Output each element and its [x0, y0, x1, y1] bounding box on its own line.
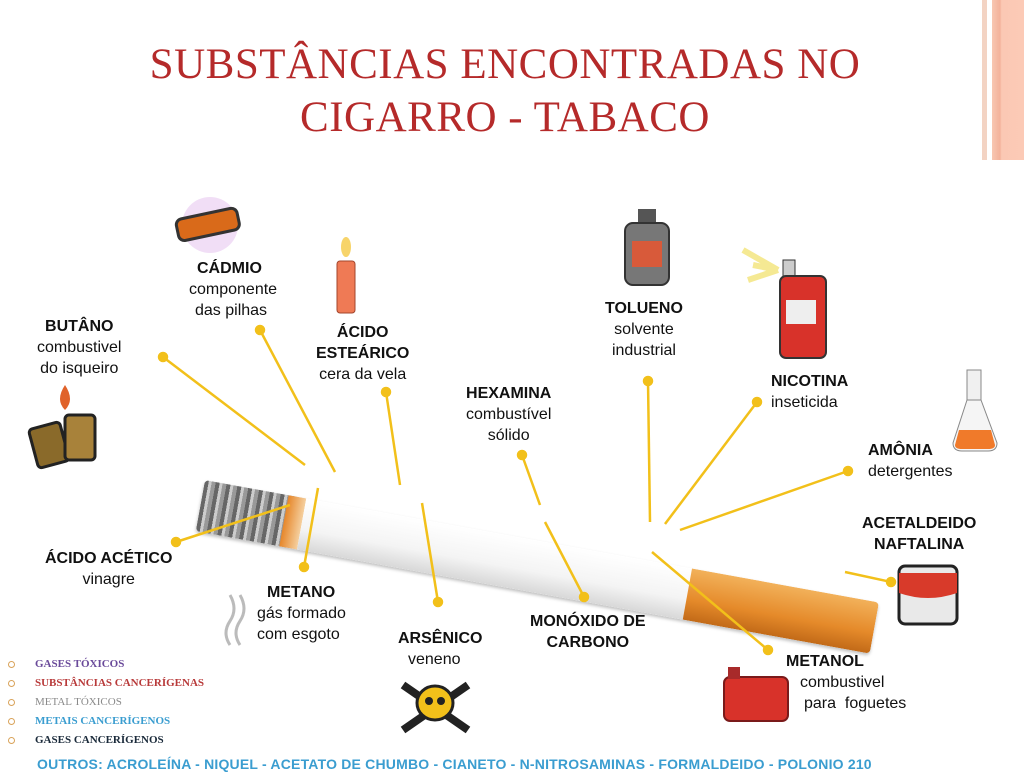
- label-tolueno: TOLUENO solvente industrial: [605, 298, 683, 361]
- label-amonia: AMÔNIA detergentes: [868, 440, 953, 482]
- label-monoxido: MONÓXIDO DE CARBONO: [530, 611, 646, 653]
- paint-can-icon: [897, 564, 959, 626]
- substance-desc: gás formado: [257, 605, 346, 622]
- legend-item: METAIS CANCERÍGENOS: [8, 712, 204, 731]
- substance-name: TOLUENO: [605, 300, 683, 317]
- substance-name: HEXAMINA: [466, 385, 552, 402]
- legend-label: GASES TÓXICOS: [35, 658, 125, 670]
- substance-desc: vinagre: [82, 571, 135, 588]
- lighter-icon: [27, 385, 97, 470]
- substance-name: MONÓXIDO DE: [530, 613, 646, 630]
- substance-name: ARSÊNICO: [398, 630, 483, 647]
- bullet-icon: [8, 718, 15, 725]
- substance-desc: com esgoto: [257, 626, 340, 643]
- bullet-icon: [8, 680, 15, 687]
- legend-label: METAIS CANCERÍGENOS: [35, 715, 171, 727]
- legend-label: SUBSTÂNCIAS CANCERÍGENAS: [35, 677, 205, 689]
- label-hexamina: HEXAMINA combustível sólido: [466, 383, 551, 446]
- label-acido-acetico: ÁCIDO ACÉTICO vinagre: [45, 548, 172, 590]
- bullet-icon: [8, 699, 15, 706]
- substance-desc: do isqueiro: [40, 360, 119, 377]
- substance-name: METANO: [267, 584, 336, 601]
- label-metanol: METANOL combustivel para foguetes: [786, 651, 906, 714]
- substance-name: ÁCIDO ACÉTICO: [45, 550, 173, 567]
- label-arsenico: ARSÊNICO veneno: [398, 628, 482, 670]
- decorative-stripe: [982, 0, 987, 160]
- substance-desc: cera da vela: [319, 366, 407, 383]
- substance-desc: solvente: [614, 321, 674, 338]
- legend: GASES TÓXICOS SUBSTÂNCIAS CANCERÍGENAS M…: [8, 655, 204, 750]
- bullet-icon: [8, 737, 15, 744]
- substance-desc: das pilhas: [195, 302, 268, 319]
- legend-label: GASES CANCERÍGENOS: [35, 734, 164, 746]
- substance-name: ACETALDEIDO: [862, 515, 977, 532]
- substance-desc: veneno: [408, 651, 461, 668]
- label-metano: METANO gás formado com esgoto: [257, 582, 346, 645]
- substance-name: METANOL: [786, 653, 864, 670]
- skull-crossbones-icon: [400, 681, 471, 734]
- fuel-can-icon: [723, 667, 789, 722]
- substance-desc: industrial: [611, 342, 676, 359]
- label-nicotina: NICOTINA inseticida: [771, 371, 848, 413]
- substance-name: BUTÂNO: [45, 318, 114, 335]
- substance-desc: para foguetes: [804, 695, 907, 712]
- substance-name: ÁCIDO: [336, 324, 389, 341]
- substance-name: AMÔNIA: [868, 442, 933, 459]
- substance-desc: inseticida: [771, 394, 838, 411]
- flask-icon: [952, 369, 998, 452]
- legend-item: GASES CANCERÍGENOS: [8, 731, 204, 750]
- substance-name: NAFTALINA: [874, 536, 965, 553]
- toxic-bottle-icon: [624, 209, 670, 286]
- legend-item: GASES TÓXICOS: [8, 655, 204, 674]
- bullet-icon: [8, 661, 15, 668]
- substance-name: NICOTINA: [771, 373, 849, 390]
- other-substances: OUTROS: ACROLEÍNA - NIQUEL - ACETATO DE …: [37, 756, 872, 772]
- substance-desc: combustível: [466, 406, 552, 423]
- substance-name: CARBONO: [546, 634, 630, 651]
- legend-item: SUBSTÂNCIAS CANCERÍGENAS: [8, 674, 204, 693]
- insecticide-spray-icon: [741, 247, 827, 359]
- label-cadmio: CÁDMIO componente das pilhas: [189, 258, 277, 321]
- label-butano: BUTÂNO combustivel do isqueiro: [37, 316, 121, 379]
- substance-desc: combustivel: [37, 339, 122, 356]
- substance-name: ESTEÁRICO: [316, 345, 410, 362]
- substance-desc: detergentes: [868, 463, 953, 480]
- battery-icon: [174, 197, 241, 253]
- substance-desc: sólido: [487, 427, 530, 444]
- legend-item: METAL TÓXICOS: [8, 693, 204, 712]
- decorative-stripe: [992, 0, 1024, 160]
- substance-desc: componente: [189, 281, 278, 298]
- label-acetaldeido: ACETALDEIDO NAFTALINA: [862, 513, 976, 555]
- gas-fumes-icon: [224, 594, 246, 646]
- legend-label: METAL TÓXICOS: [35, 696, 122, 708]
- label-acido-estearico: ÁCIDO ESTEÁRICO cera da vela: [316, 322, 409, 385]
- candle-icon: [336, 237, 356, 314]
- substance-name: CÁDMIO: [197, 260, 262, 277]
- substance-desc: combustivel: [800, 674, 885, 691]
